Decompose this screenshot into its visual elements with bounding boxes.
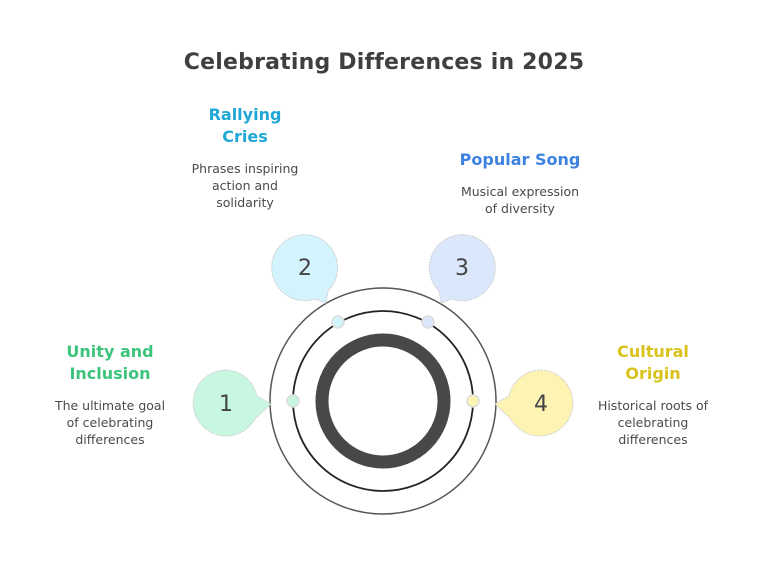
bubble-3: 3 bbox=[428, 234, 496, 304]
label-description: Historical roots of celebrating differen… bbox=[597, 398, 709, 447]
label-cultural-origin: Cultural Origin Historical roots of cele… bbox=[578, 341, 728, 448]
bubble-1-number: 1 bbox=[219, 392, 233, 417]
bubble-3-number: 3 bbox=[455, 256, 469, 281]
label-heading: Unity and Inclusion bbox=[66, 342, 154, 383]
dot-4 bbox=[466, 394, 480, 408]
dot-2 bbox=[331, 315, 345, 329]
dot-3 bbox=[421, 315, 435, 329]
label-description: Phrases inspiring action and solidarity bbox=[191, 161, 299, 210]
bubble-4: 4 bbox=[494, 369, 574, 437]
diagram-title: Celebrating Differences in 2025 bbox=[183, 50, 585, 75]
bubble-2-number: 2 bbox=[298, 256, 312, 281]
label-popular-song: Popular Song Musical expression of diver… bbox=[440, 149, 600, 217]
dot-1 bbox=[286, 394, 300, 408]
outer-ring bbox=[269, 287, 497, 515]
bubble-1: 1 bbox=[192, 369, 272, 437]
label-heading: Rallying Cries bbox=[208, 105, 282, 146]
bubble-2: 2 bbox=[271, 234, 339, 304]
label-description: Musical expression of diversity bbox=[460, 184, 580, 216]
label-unity-and-inclusion: Unity and Inclusion The ultimate goal of… bbox=[35, 341, 185, 448]
label-description: The ultimate goal of celebrating differe… bbox=[54, 398, 166, 447]
bubble-4-number: 4 bbox=[534, 392, 548, 417]
core-ring bbox=[315, 333, 451, 469]
label-rallying-cries: Rallying Cries Phrases inspiring action … bbox=[170, 104, 320, 211]
label-heading: Cultural Origin bbox=[617, 342, 689, 383]
label-heading: Popular Song bbox=[459, 150, 581, 169]
